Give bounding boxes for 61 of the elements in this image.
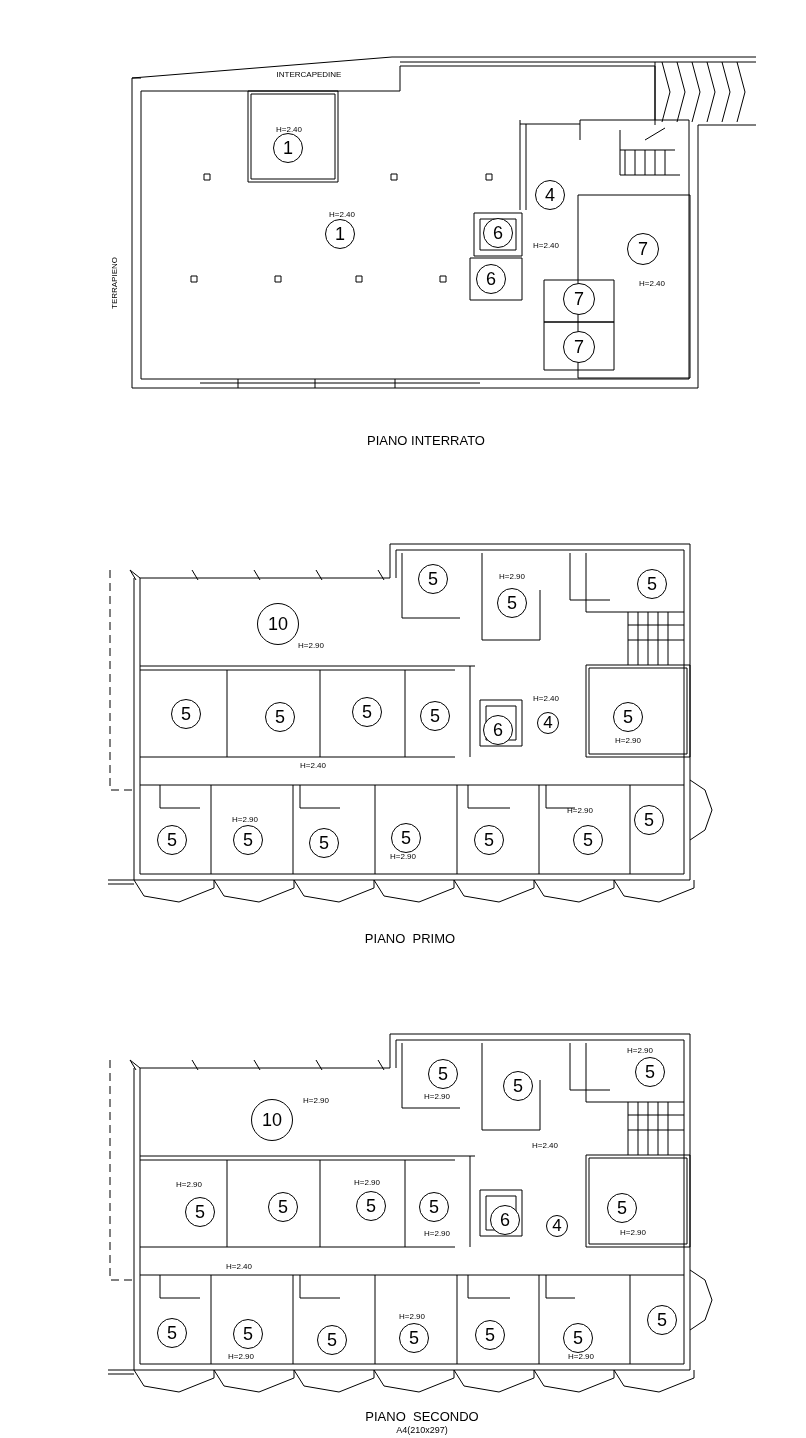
room-number: 10 [257,603,299,645]
room-number: 6 [476,264,506,294]
height-label: H=2.40 [533,695,559,703]
room-number: 5 [607,1193,637,1223]
room-number: 1 [325,219,355,249]
room-number: 5 [475,1320,505,1350]
room-number: 5 [573,825,603,855]
room-number: 5 [497,588,527,618]
room-number: 7 [627,233,659,265]
room-number: 7 [563,331,595,363]
room-number: 6 [490,1205,520,1235]
height-label: H=2.90 [424,1230,450,1238]
room-number: 5 [352,697,382,727]
room-number: 5 [265,702,295,732]
room-number: 5 [185,1197,215,1227]
floor-title: PIANO SECONDO [365,1409,479,1423]
room-number: 5 [233,1319,263,1349]
room-number: 5 [635,1057,665,1087]
room-number: 5 [634,805,664,835]
room-number: 5 [428,1059,458,1089]
room-number: 5 [647,1305,677,1335]
room-number: 5 [309,828,339,858]
room-number: 5 [637,569,667,599]
room-number: 5 [420,701,450,731]
room-number: 5 [317,1325,347,1355]
height-label: H=2.90 [620,1229,646,1237]
height-label: H=2.90 [298,642,324,650]
area-label: INTERCAPEDINE [276,71,342,79]
height-label: H=2.40 [533,242,559,250]
room-number: 6 [483,218,513,248]
room-number: 5 [418,564,448,594]
room-number: 4 [537,712,559,734]
room-number: 4 [546,1215,568,1237]
room-number: 5 [613,702,643,732]
room-number: 5 [268,1192,298,1222]
room-number: 5 [399,1323,429,1353]
height-label: H=2.40 [532,1142,558,1150]
room-number: 5 [474,825,504,855]
room-number: 6 [483,715,513,745]
room-number: 5 [391,823,421,853]
room-number: 5 [356,1191,386,1221]
room-number: 5 [171,699,201,729]
room-number: 4 [535,180,565,210]
height-label: H=2.40 [226,1263,252,1271]
floor-title: PIANO PRIMO [364,931,456,945]
room-number: 5 [157,1318,187,1348]
room-number: 5 [563,1323,593,1353]
height-label: H=2.90 [176,1181,202,1189]
floor-title: PIANO INTERRATO [367,433,485,447]
room-number: 5 [419,1192,449,1222]
room-number: 1 [273,133,303,163]
sheet-size-note: A4(210x297) [396,1425,448,1435]
area-label: TERRAPIENO [111,257,119,309]
room-number: 7 [563,283,595,315]
room-number: 5 [233,825,263,855]
height-label: H=2.90 [303,1097,329,1105]
room-number: 5 [503,1071,533,1101]
height-label: H=2.40 [300,762,326,770]
room-number: 5 [157,825,187,855]
height-label: H=2.90 [627,1047,653,1055]
room-number: 10 [251,1099,293,1141]
